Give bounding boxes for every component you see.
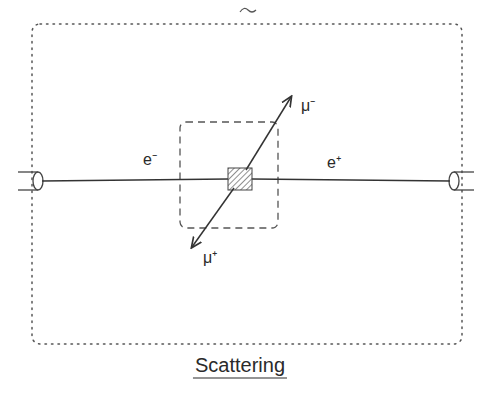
beam-pipe-left bbox=[18, 172, 43, 190]
muon-minus-track bbox=[246, 97, 291, 170]
particle-label: μ⁺ bbox=[203, 249, 217, 267]
detector-boundary bbox=[32, 24, 462, 344]
muon-plus-track bbox=[192, 188, 234, 247]
particle-label: e⁻ bbox=[143, 151, 157, 169]
positron-beam bbox=[252, 179, 450, 181]
interaction-region bbox=[180, 122, 278, 228]
caption: Scattering bbox=[193, 354, 287, 379]
beam-pipe-right bbox=[449, 172, 474, 190]
collision-point bbox=[228, 168, 252, 190]
squiggle bbox=[240, 8, 256, 12]
particle-label: e⁺ bbox=[327, 154, 341, 172]
electron-beam bbox=[42, 179, 228, 181]
particle-label: μ⁻ bbox=[301, 97, 315, 115]
